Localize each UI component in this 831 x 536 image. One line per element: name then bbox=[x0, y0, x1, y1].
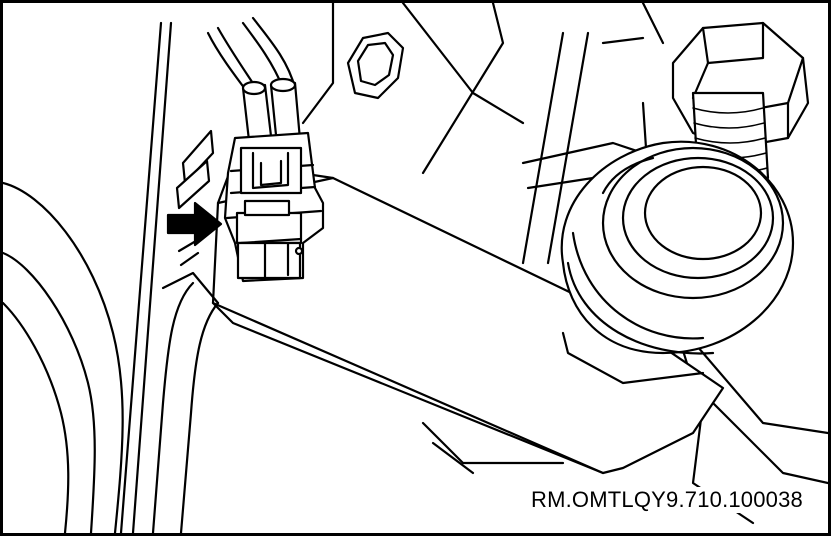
hex-nut bbox=[346, 31, 405, 100]
frame-members bbox=[301, 3, 665, 265]
pointer-arrow-icon bbox=[166, 201, 223, 247]
electrical-connector bbox=[223, 131, 325, 283]
service-illustration bbox=[3, 3, 828, 533]
ball-joint bbox=[560, 140, 795, 385]
figure-reference-code: RM.OMTLQY9.710.100038 bbox=[527, 487, 806, 513]
main-arm bbox=[211, 161, 725, 475]
hose bbox=[151, 236, 220, 533]
bolt-head bbox=[671, 21, 810, 180]
left-panel bbox=[3, 21, 173, 533]
clip-tabs bbox=[175, 129, 215, 210]
